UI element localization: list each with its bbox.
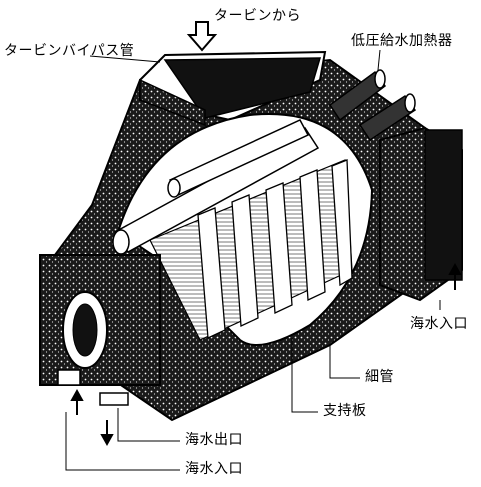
label-from-turbine: タービンから (214, 8, 301, 24)
label-seawater-inlet-bottom: 海水入口 (185, 461, 243, 477)
label-tubes: 細管 (365, 369, 394, 385)
bypass-pipe (112, 119, 320, 255)
label-support-plate: 支持板 (323, 403, 367, 419)
leader-lines (65, 49, 441, 471)
turbine-exhaust-duct (139, 50, 327, 127)
label-seawater-outlet: 海水出口 (185, 432, 243, 448)
lp-feedwater-heaters (328, 69, 417, 142)
front-water-box (39, 254, 161, 406)
label-seawater-inlet-right: 海水入口 (410, 316, 468, 332)
label-lp-feedwater-heater: 低圧給水加熱器 (351, 33, 453, 49)
flow-arrows (70, 21, 462, 447)
support-plates (197, 159, 353, 339)
label-bypass-pipe: タービンバイパス管 (4, 43, 135, 59)
